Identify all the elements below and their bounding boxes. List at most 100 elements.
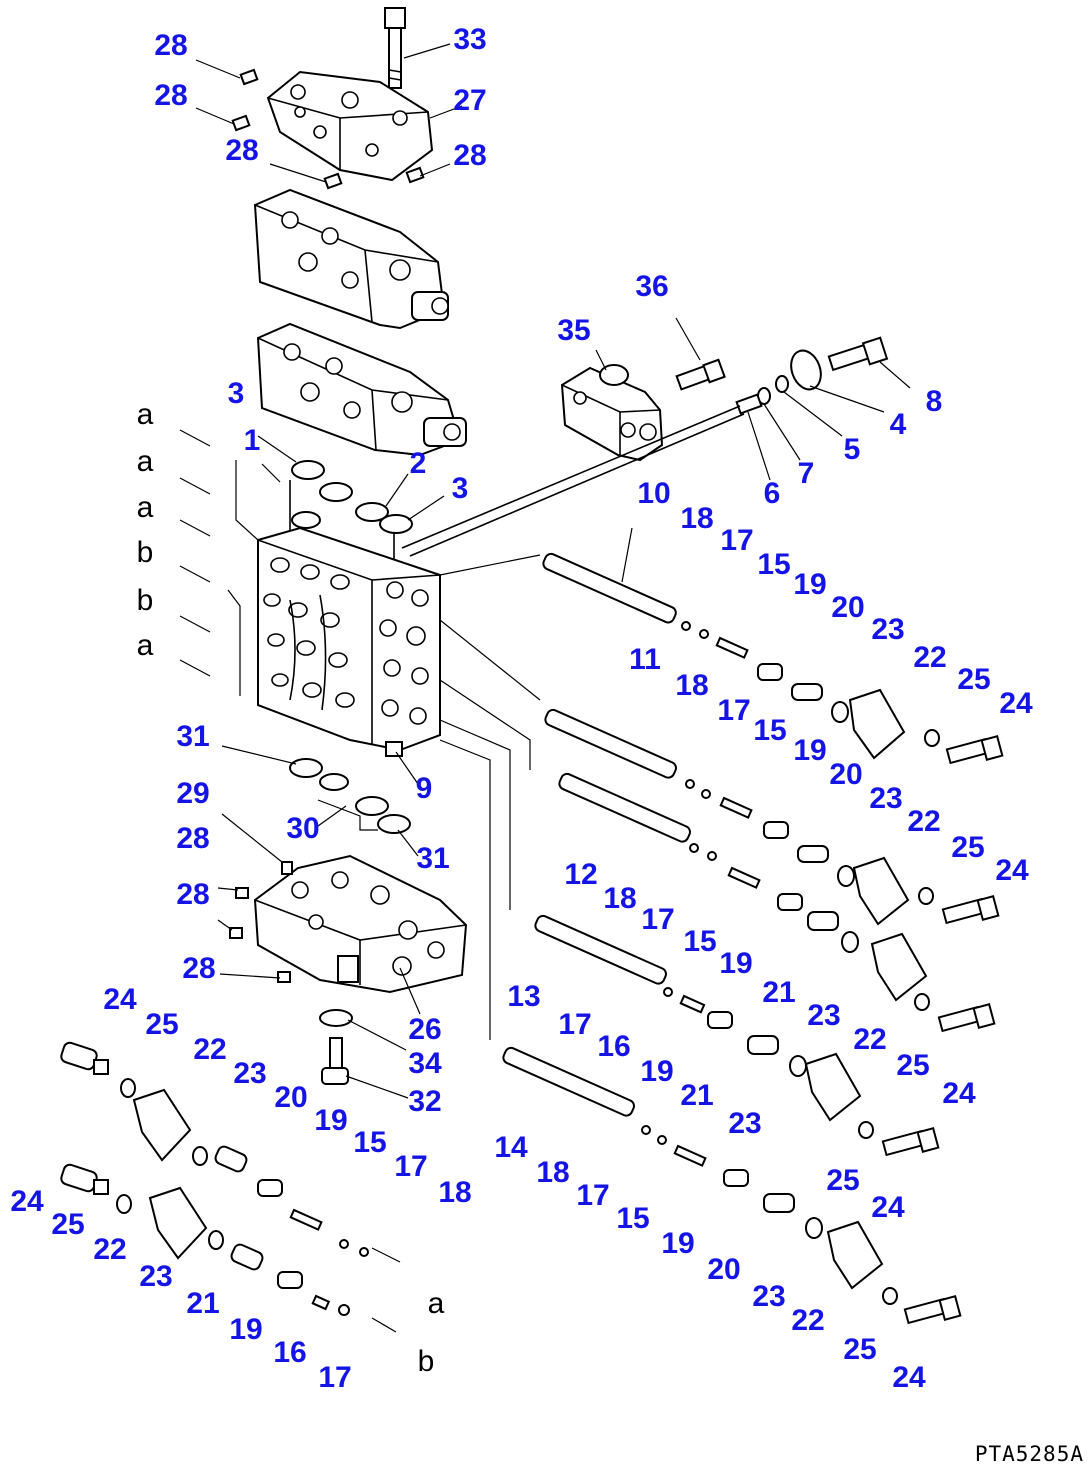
callout-c91: 17 xyxy=(318,1361,352,1394)
callout-c89: 19 xyxy=(229,1313,263,1346)
callout-c49: 19 xyxy=(719,947,753,980)
callout-c59: 22 xyxy=(193,1033,227,1066)
callout-c27: 24 xyxy=(999,687,1033,720)
main-block-left-holes xyxy=(263,557,355,711)
callout-c5: 28 xyxy=(225,134,259,167)
callout-c41: 25 xyxy=(951,831,985,864)
callout-c24: 23 xyxy=(871,613,905,646)
callout-c44: 24 xyxy=(995,854,1029,887)
marker-m1: a xyxy=(136,398,154,431)
plugs-28-lower-shapes xyxy=(229,861,293,983)
callout-c86: 23 xyxy=(752,1280,786,1313)
valve-drawing xyxy=(60,7,1004,1333)
callout-c37: 9 xyxy=(415,772,433,805)
callout-c20: 17 xyxy=(720,524,754,557)
spool-train-row5 xyxy=(641,1125,962,1325)
callout-c84: 19 xyxy=(661,1227,695,1260)
callout-c85: 20 xyxy=(707,1253,741,1286)
callout-c79: 25 xyxy=(51,1208,85,1241)
guide-lines xyxy=(439,554,541,1040)
callout-c68: 19 xyxy=(314,1104,348,1137)
callout-c72: 14 xyxy=(494,1131,528,1164)
bottom-cover-26-shape xyxy=(253,854,468,994)
bolt-8-shape xyxy=(827,336,889,372)
callout-c60: 34 xyxy=(408,1047,442,1080)
spool-10-shape xyxy=(542,552,677,624)
spool-train-left-lower xyxy=(60,1163,350,1316)
spool-14-shape xyxy=(502,1046,635,1117)
callout-c57: 17 xyxy=(558,1008,592,1041)
callout-c35: 23 xyxy=(869,782,903,815)
flow-arrows xyxy=(179,429,401,1333)
spool-11-shape xyxy=(544,708,677,779)
callout-c87: 22 xyxy=(791,1304,825,1337)
callout-c14: 2 xyxy=(409,447,427,480)
callout-c74: 18 xyxy=(536,1156,570,1189)
callout-c53: 24 xyxy=(103,983,137,1016)
callout-c34: 20 xyxy=(829,758,863,791)
valve-section-upper-shape xyxy=(253,188,449,330)
plugs-28-top-shapes xyxy=(231,68,425,190)
callout-c54: 23 xyxy=(807,999,841,1032)
callout-c66: 32 xyxy=(408,1085,442,1118)
callout-c4: 27 xyxy=(453,84,487,117)
callout-c3: 28 xyxy=(154,79,188,112)
spool-12-shape xyxy=(558,772,691,843)
callout-c10: 3 xyxy=(227,377,245,410)
callout-c11: 4 xyxy=(889,408,907,441)
marker-m6: a xyxy=(136,629,154,662)
callout-c18: 10 xyxy=(637,477,671,510)
bracket-35-shape xyxy=(560,364,664,462)
callout-c64: 25 xyxy=(896,1049,930,1082)
callout-c48: 15 xyxy=(683,925,717,958)
callout-c39: 28 xyxy=(176,822,210,855)
callout-c52: 13 xyxy=(507,980,541,1013)
long-rod-shape xyxy=(401,405,745,557)
callout-c67: 20 xyxy=(274,1081,308,1114)
callout-c51: 21 xyxy=(762,976,796,1009)
marker-m3: a xyxy=(136,491,154,524)
callout-c65: 24 xyxy=(942,1077,976,1110)
callout-c2: 33 xyxy=(453,23,487,56)
callout-c71: 15 xyxy=(353,1126,387,1159)
callout-c82: 17 xyxy=(576,1179,610,1212)
callout-c50: 28 xyxy=(182,952,216,985)
callout-c88: 21 xyxy=(186,1287,220,1320)
callout-c31: 15 xyxy=(753,714,787,747)
spool-train-row3 xyxy=(689,843,996,1033)
callout-c15: 7 xyxy=(797,457,815,490)
callout-c21: 15 xyxy=(757,548,791,581)
callout-c77: 24 xyxy=(871,1191,905,1224)
marker-m5: b xyxy=(136,584,154,617)
spool-train-row2 xyxy=(685,779,1000,926)
callout-c28: 11 xyxy=(629,643,661,676)
callout-c23: 20 xyxy=(831,591,865,624)
callout-c62: 19 xyxy=(640,1055,674,1088)
callout-c92: 25 xyxy=(843,1333,877,1366)
callout-c6: 28 xyxy=(453,139,487,172)
bolt-33-shape xyxy=(384,7,406,89)
leader-lines xyxy=(195,43,911,1099)
callout-c61: 23 xyxy=(233,1057,267,1090)
callout-c45: 28 xyxy=(176,878,210,911)
callout-c19: 18 xyxy=(680,502,714,535)
callout-c33: 19 xyxy=(793,734,827,767)
callout-c47: 17 xyxy=(641,903,675,936)
callout-c69: 23 xyxy=(728,1107,762,1140)
marker-m2: a xyxy=(136,445,154,478)
callout-c81: 23 xyxy=(139,1260,173,1293)
fitting-9-shape xyxy=(385,741,403,757)
spool-train-left-upper xyxy=(60,1041,369,1257)
callout-c75: 18 xyxy=(438,1176,472,1209)
callout-c26: 25 xyxy=(957,663,991,696)
callout-c76: 25 xyxy=(826,1164,860,1197)
parts-4-7-shapes xyxy=(735,349,822,415)
callout-c25: 22 xyxy=(913,641,947,674)
callout-c55: 26 xyxy=(408,1013,442,1046)
spool-train-row1 xyxy=(681,621,1004,765)
o-rings-30-31-shapes xyxy=(289,758,411,834)
callout-c63: 21 xyxy=(680,1079,714,1112)
callout-c22: 19 xyxy=(793,568,827,601)
callout-c30: 17 xyxy=(717,694,751,727)
